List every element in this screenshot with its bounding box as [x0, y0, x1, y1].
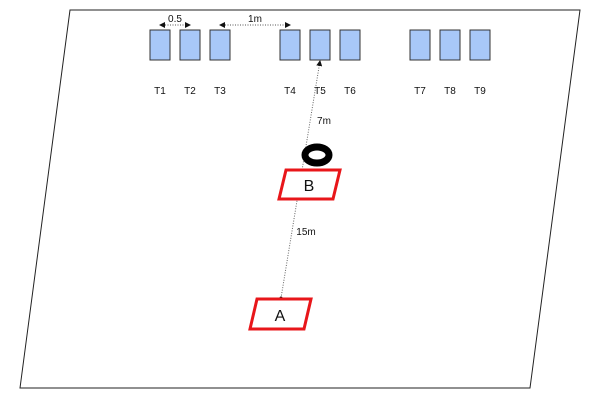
target-box — [409, 29, 431, 61]
position-a-label: A — [275, 308, 286, 325]
target-box — [149, 29, 171, 61]
target-box — [439, 29, 461, 61]
target-label: T5 — [314, 86, 326, 97]
dimension-small-label: 0.5 — [168, 14, 182, 25]
target-label: T1 — [154, 86, 166, 97]
distance-b-label: 7m — [317, 116, 331, 127]
target-label: T3 — [214, 86, 226, 97]
target-label: T7 — [414, 86, 426, 97]
position-b-label: B — [304, 178, 315, 195]
target-box — [209, 29, 231, 61]
target-box — [309, 29, 331, 61]
target-box — [279, 29, 301, 61]
position-a-marker[interactable] — [248, 297, 313, 331]
target-label: T4 — [284, 86, 296, 97]
target-label: T9 — [474, 86, 486, 97]
target-label: T8 — [444, 86, 456, 97]
target-label: T2 — [184, 86, 196, 97]
target-box — [469, 29, 491, 61]
ring-icon — [301, 143, 333, 167]
target-row: T1 T2 T3 T4 T5 T6 T7 T8 T9 — [149, 29, 491, 97]
target-label: T6 — [344, 86, 356, 97]
dimension-group-label: 1m — [248, 14, 262, 25]
distance-a-label: 15m — [296, 227, 315, 238]
target-box — [179, 29, 201, 61]
position-b-marker[interactable] — [277, 168, 342, 201]
target-box — [339, 29, 361, 61]
